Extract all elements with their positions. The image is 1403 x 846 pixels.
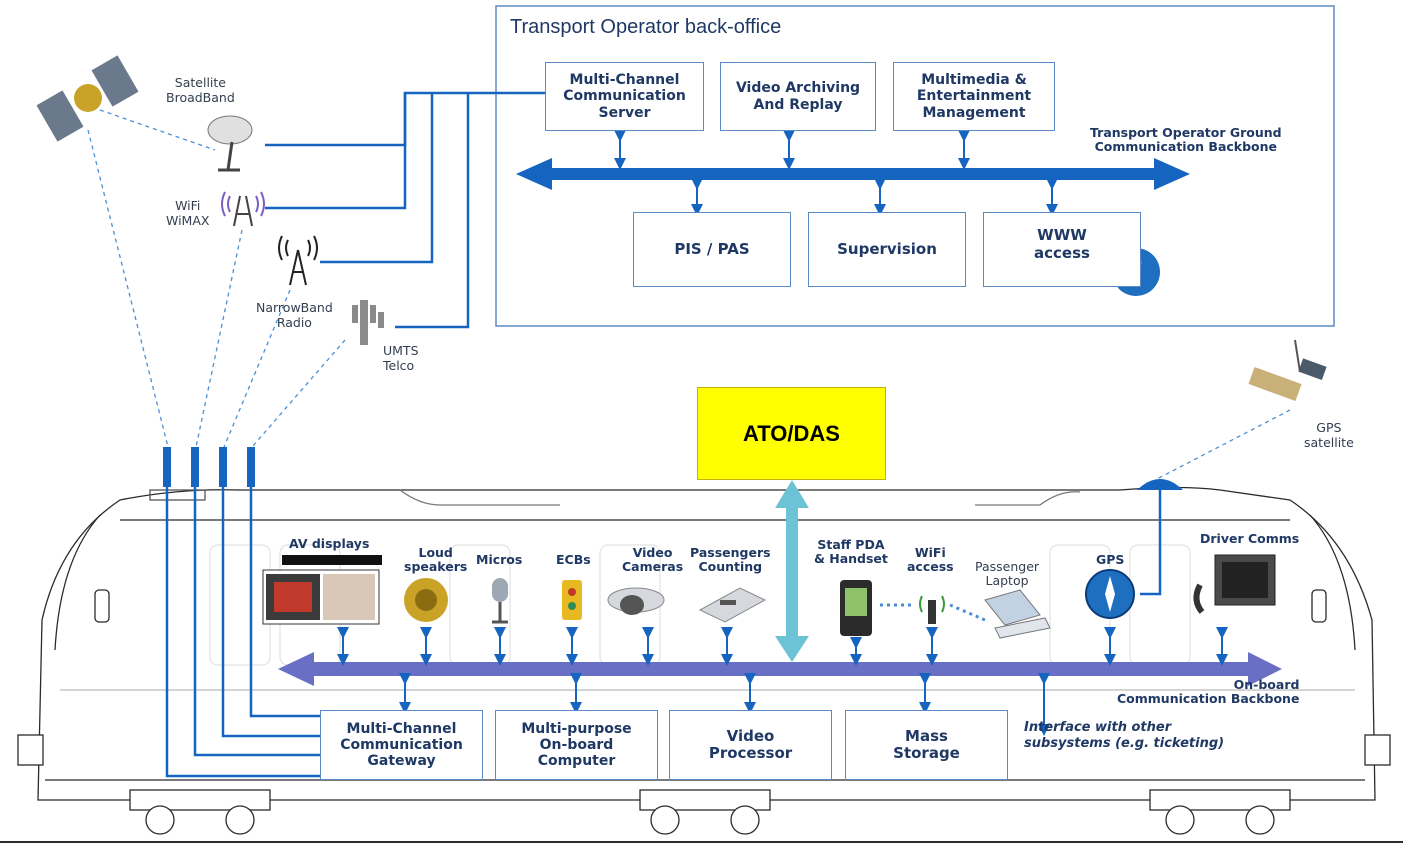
umts-label: UMTS Telco bbox=[383, 343, 419, 373]
radio-tower-icon bbox=[278, 235, 318, 286]
ecbs-label: ECBs bbox=[556, 552, 591, 567]
www-access-box: WWW access bbox=[983, 212, 1141, 287]
ato-das-box: ATO/DAS bbox=[697, 387, 886, 480]
video-camera-icon bbox=[607, 587, 665, 615]
micros-label: Micros bbox=[476, 552, 523, 567]
pda-handset-icon bbox=[840, 580, 872, 636]
wifi-tower-icon bbox=[221, 191, 265, 227]
video-cameras-label: Video Cameras bbox=[622, 545, 684, 575]
ecb-icon bbox=[562, 580, 582, 620]
backoffice-title: Transport Operator back-office bbox=[510, 16, 782, 38]
driver-comms-icon bbox=[1193, 554, 1276, 614]
gps-satellite-label: GPS satellite bbox=[1304, 420, 1354, 450]
video-processor-box: Video Processor bbox=[669, 710, 832, 780]
supervision-box: Supervision bbox=[808, 212, 966, 287]
av-displays-label: AV displays bbox=[289, 536, 370, 551]
mass-storage-box: Mass Storage bbox=[845, 710, 1008, 780]
av-display-icon bbox=[262, 555, 382, 625]
gps-dome bbox=[1137, 479, 1183, 490]
wifi-access-point-icon bbox=[919, 595, 945, 624]
onboard-computer-box: Multi-purpose On-board Computer bbox=[495, 710, 658, 780]
narrowband-label: NarrowBand Radio bbox=[256, 300, 333, 330]
ato-link-arrow bbox=[775, 480, 809, 662]
gps-line bbox=[1140, 490, 1162, 596]
device-link-arrows bbox=[337, 627, 1228, 736]
ground-backbone-arrow bbox=[516, 158, 1190, 190]
train-outline bbox=[37, 486, 1376, 801]
roof-antennas bbox=[163, 447, 255, 487]
loudspeaker-icon bbox=[404, 578, 448, 622]
microphone-icon bbox=[492, 578, 508, 624]
passenger-laptop-label: Passenger Laptop bbox=[975, 559, 1040, 589]
satellite-dish-icon bbox=[207, 115, 253, 172]
radio-to-server-links bbox=[265, 91, 545, 329]
multimedia-box: Multimedia & Entertainment Management bbox=[893, 62, 1055, 131]
interface-note: Interface with other subsystems (e.g. ti… bbox=[1024, 720, 1225, 751]
gps-compass-icon bbox=[1085, 569, 1135, 619]
wifi-wimax-label: WiFi WiMAX bbox=[166, 198, 210, 228]
pis-pas-box: PIS / PAS bbox=[633, 212, 791, 287]
mc-gateway-box: Multi-Channel Communication Gateway bbox=[320, 710, 483, 780]
onboard-backbone-label: On-board Communication Backbone bbox=[1117, 677, 1300, 707]
satellite-icon bbox=[36, 55, 139, 142]
laptop-icon bbox=[984, 589, 1051, 639]
ground-backbone-label: Transport Operator Ground Communication … bbox=[1090, 125, 1282, 155]
onboard-backbone-arrow bbox=[278, 652, 1282, 686]
staff-pda-label: Staff PDA & Handset bbox=[814, 537, 888, 567]
driver-comms-label: Driver Comms bbox=[1200, 531, 1300, 546]
passengers-counting-label: Passengers Counting bbox=[690, 545, 771, 575]
wifi-dotted-links bbox=[880, 603, 986, 622]
video-archiving-box: Video Archiving And Replay bbox=[720, 62, 876, 131]
backoffice-link-arrows bbox=[614, 130, 1058, 216]
gps-label: GPS bbox=[1096, 552, 1125, 567]
gps-satellite-icon bbox=[1248, 339, 1327, 402]
passenger-counting-sensor-icon bbox=[698, 587, 767, 623]
wireless-dashed-links bbox=[87, 109, 1291, 481]
cell-tower-icon bbox=[352, 300, 384, 345]
bogies bbox=[0, 734, 1403, 843]
loud-speakers-label: Loud speakers bbox=[404, 545, 468, 575]
wifi-access-label: WiFi access bbox=[907, 545, 954, 575]
antenna-gateway-lines bbox=[165, 487, 320, 778]
mc-server-box: Multi-Channel Communication Server bbox=[545, 62, 704, 131]
satellite-label: Satellite BroadBand bbox=[166, 75, 235, 105]
